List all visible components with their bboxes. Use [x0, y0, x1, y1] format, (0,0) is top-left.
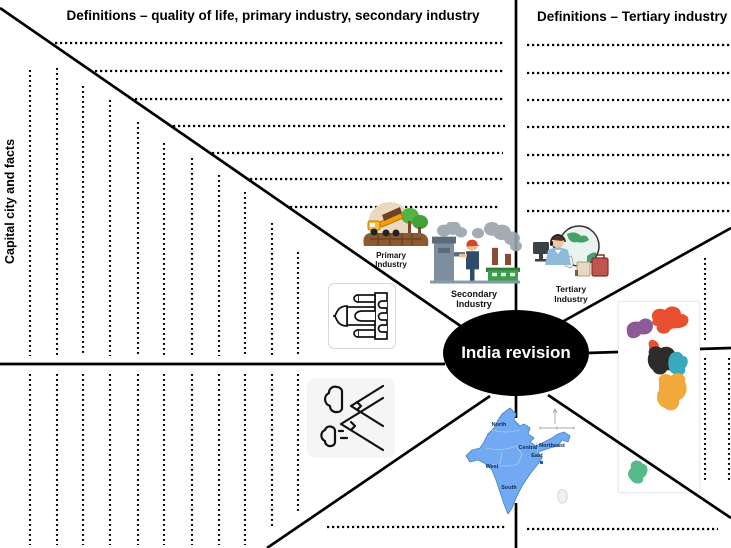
map-label-northeast: Northeast	[539, 443, 565, 449]
india-map-graphic	[465, 407, 575, 515]
tertiary-industry-illustration: Tertiary Industry	[531, 220, 611, 304]
primary-industry-illustration: Primary Industry	[350, 201, 432, 270]
map-label-central: Central	[518, 445, 538, 451]
spoke-line	[697, 346, 731, 351]
primary-industry-label: Primary Industry	[375, 251, 407, 269]
map-label-east: East	[531, 453, 543, 459]
section-title-definitions-primary-secondary: Definitions – quality of life, primary i…	[66, 8, 480, 23]
primary-industry-icon	[363, 202, 429, 246]
mountains-card	[307, 378, 395, 458]
world-continents-card	[618, 301, 700, 493]
map-label-south: South	[501, 485, 517, 491]
spoke-line	[586, 350, 619, 355]
taj-mahal-icon	[333, 292, 388, 340]
compass-scale-icon	[539, 408, 575, 430]
secondary-industry-illustration: Secondary Industry	[426, 221, 522, 310]
india-regions-map: North Central East West South Northeast	[458, 406, 582, 520]
tertiary-industry-icon	[533, 225, 609, 277]
tertiary-industry-label: Tertiary Industry	[554, 284, 588, 304]
world-map-icon	[626, 306, 689, 484]
section-title-definitions-tertiary: Definitions – Tertiary industry	[537, 9, 728, 24]
map-label-north: North	[491, 422, 507, 428]
taj-mahal-card	[328, 283, 396, 349]
section-title-capital-city-facts: Capital city and facts	[3, 138, 17, 264]
sri-lanka-outline	[557, 489, 568, 504]
central-topic-label: India revision	[461, 343, 571, 362]
secondary-industry-icon	[430, 221, 522, 284]
secondary-industry-label: Secondary Industry	[450, 289, 498, 310]
spoke-line	[0, 6, 463, 329]
mountains-clouds-icon	[320, 384, 385, 452]
central-topic-ellipse: India revision	[443, 310, 589, 396]
map-label-west: West	[485, 464, 499, 470]
